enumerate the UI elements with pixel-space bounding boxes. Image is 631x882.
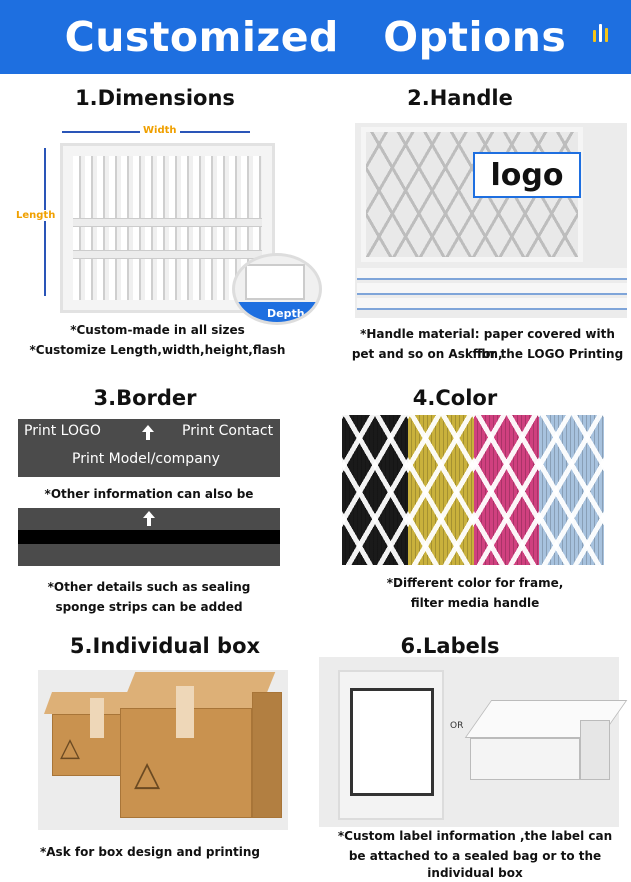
- color-swatch-black: [342, 415, 408, 565]
- length-arrow: [44, 148, 46, 296]
- border-print-panel: Print LOGO Print Contact Print Model/com…: [18, 419, 280, 477]
- sealed-bag-image: [338, 670, 444, 820]
- print-contact-label: Print Contact: [182, 423, 274, 439]
- handle-caption-2: pet and so on Ask for the LOGO Printing: [351, 347, 624, 361]
- border-caption-2: sponge strips can be added: [55, 600, 243, 614]
- print-logo-label: Print LOGO: [24, 423, 101, 439]
- color-swatch-yellow: [408, 415, 474, 565]
- handle-caption-1: *Handle material: paper covered with fil…: [360, 327, 615, 361]
- color-title: 4.Color: [412, 386, 498, 410]
- brand-mark-icon: [593, 20, 615, 42]
- or-label: OR: [450, 721, 464, 731]
- bag-label-area: [350, 688, 434, 796]
- arrow-up-icon: [142, 425, 154, 440]
- labels-caption-2: be attached to a sealed bag or to the: [348, 849, 602, 863]
- color-swatch-blue: [539, 415, 604, 565]
- header-banner: Customized Options: [0, 0, 631, 74]
- sealing-strip: [18, 530, 280, 544]
- labels-title: 6.Labels: [400, 634, 500, 658]
- color-options-image: [342, 415, 604, 565]
- print-model-label: Print Model/company: [72, 451, 220, 467]
- color-caption-2: filter media handle: [410, 596, 540, 610]
- dimensions-caption-1: *Custom-made in all sizes: [70, 323, 245, 337]
- labels-caption-1: *Custom label information ,the label can: [337, 829, 613, 843]
- length-label: Length: [16, 210, 56, 221]
- border-title: 3.Border: [93, 386, 197, 410]
- logo-print-area: logo: [473, 152, 581, 198]
- depth-detail-image: Depth: [232, 253, 322, 325]
- depth-label: Depth: [267, 307, 305, 320]
- border-sealing-strip-image: [18, 508, 280, 566]
- handle-product-image: [355, 123, 627, 318]
- recycle-icon: △: [134, 755, 161, 793]
- width-label: Width: [140, 125, 180, 136]
- color-swatch-pink: [474, 415, 539, 565]
- dimensions-caption-2: *Customize Length,width,height,flash: [29, 343, 286, 357]
- recycle-icon: △: [60, 732, 80, 762]
- individual-box-image: △ △: [38, 670, 288, 830]
- box-title: 5.Individual box: [69, 634, 261, 658]
- page-title: Customized Options: [64, 13, 567, 61]
- border-caption-1: *Other details such as sealing: [47, 580, 251, 594]
- arrow-up-icon: [143, 511, 155, 526]
- box-caption-1: *Ask for box design and printing: [39, 845, 261, 859]
- labels-caption-3: individual box: [427, 866, 523, 880]
- handle-title: 2.Handle: [407, 86, 513, 110]
- dimensions-title: 1.Dimensions: [75, 86, 235, 110]
- filter-pleats: [73, 156, 262, 300]
- color-caption-1: *Different color for frame,: [386, 576, 564, 590]
